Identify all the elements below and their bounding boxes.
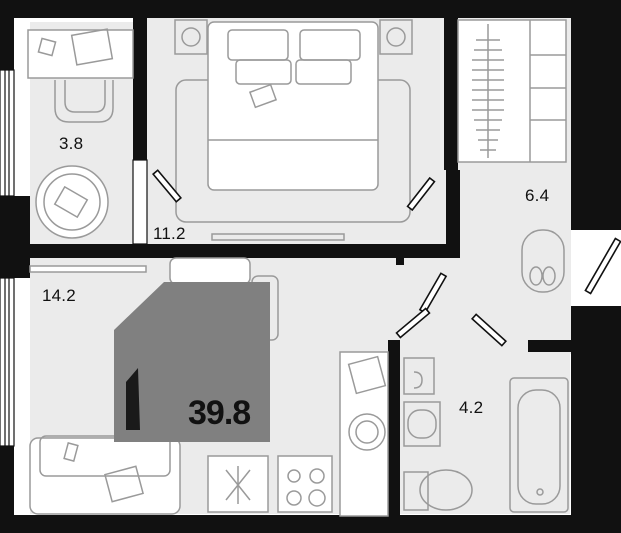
wardrobe-furniture xyxy=(457,19,567,293)
bedroom-furniture xyxy=(174,19,413,241)
total-area: 39.8 xyxy=(188,394,251,432)
balcony-furniture xyxy=(27,28,134,239)
bathroom-furniture xyxy=(403,357,569,513)
room-area-kitchen-living: 14.2 xyxy=(42,286,76,305)
room-area-wardrobe: 6.4 xyxy=(525,186,550,205)
windows xyxy=(0,69,148,447)
kitchen-furniture xyxy=(29,257,389,517)
rooms-count-badge xyxy=(114,282,270,442)
room-area-bathroom: 4.2 xyxy=(459,398,484,417)
room-area-bedroom: 11.2 xyxy=(153,224,186,243)
room-area-balcony: 3.8 xyxy=(59,134,84,153)
doors xyxy=(152,169,621,347)
